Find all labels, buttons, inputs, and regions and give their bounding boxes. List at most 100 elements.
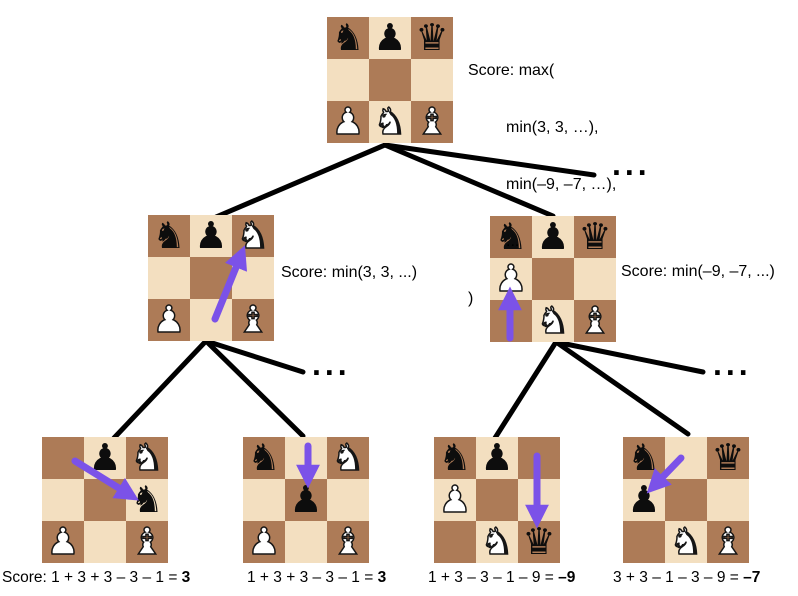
annotation-line: min(–9, –7, …), [506,176,617,193]
black-knight-icon: ♞ [331,17,365,59]
board-square [84,479,126,521]
white-knight-icon: ♞ [669,521,704,563]
board-square: ♟ [285,479,327,521]
board-square: ♛ [574,216,616,258]
score-expression: 3 + 3 – 1 – 3 – 9 = [613,569,744,586]
board-min-right: ♞♟♛♟♞♝ [490,216,616,342]
black-knight-icon: ♞ [152,215,186,257]
tree-edge [111,338,209,441]
board-square: ♟ [532,216,574,258]
score-expression: 1 + 3 – 3 – 1 – 9 = [428,569,559,586]
root-score-annotation: Score: max( min(3, 3, …), min(–9, –7, …)… [468,23,616,327]
board-square [285,437,327,479]
white-bishop-icon: ♝ [331,521,366,563]
board-square: ♛ [707,437,749,479]
board-square [665,479,707,521]
black-pawn-icon: ♟ [194,215,228,257]
tree-edge [203,338,306,439]
board-square: ♟ [623,479,665,521]
leaf-4-score-label: 3 + 3 – 1 – 3 – 9 = –7 [613,569,760,587]
board-square: ♞ [369,101,411,143]
board-square: ♝ [411,101,453,143]
ellipsis-more-children: ... [612,146,651,182]
board-leaf-3: ♞♟♟♞♛ [434,437,560,563]
board-square [574,258,616,300]
white-bishop-icon: ♝ [130,521,165,563]
score-result: –9 [558,569,576,586]
board-square [190,257,232,299]
board-square [190,299,232,341]
board-square [42,437,84,479]
board-square: ♞ [243,437,285,479]
board-square: ♞ [148,215,190,257]
board-square: ♝ [574,300,616,342]
white-bishop-icon: ♝ [415,101,450,143]
annotation-line: Score: max( [468,62,555,79]
board-square [411,59,453,101]
black-pawn-icon: ♟ [289,479,323,521]
tree-edge [203,338,306,375]
black-knight-icon: ♞ [247,437,281,479]
board-square: ♞ [476,521,518,563]
board-leaf-1: ♟♞♞♟♝ [42,437,168,563]
leaf-3-score-label: 1 + 3 – 3 – 1 – 9 = –9 [428,569,575,587]
tree-edge [492,339,559,441]
score-prefix: Score: [2,569,52,586]
white-bishop-icon: ♝ [578,300,613,342]
board-square: ♝ [232,299,274,341]
board-square: ♟ [190,215,232,257]
board-square: ♝ [707,521,749,563]
black-knight-icon: ♞ [627,437,661,479]
score-result: 3 [377,569,387,586]
tree-edge [553,339,706,375]
board-square: ♞ [126,479,168,521]
white-knight-icon: ♞ [480,521,515,563]
white-knight-icon: ♞ [236,215,271,257]
board-square: ♝ [327,521,369,563]
black-queen-icon: ♛ [578,216,612,258]
white-pawn-icon: ♟ [247,521,282,563]
black-pawn-icon: ♟ [88,437,122,479]
black-queen-icon: ♛ [522,521,556,563]
board-min-left: ♞♟♞♟♝ [148,215,274,341]
board-square [42,479,84,521]
ellipsis-more-children: ... [713,346,752,382]
board-square [518,479,560,521]
board-square [84,521,126,563]
board-leaf-4: ♞♛♟♞♝ [623,437,749,563]
white-knight-icon: ♞ [331,437,366,479]
board-square: ♟ [327,101,369,143]
leaf-1-score-label: Score: 1 + 3 + 3 – 3 – 1 = 3 [2,569,190,587]
black-pawn-icon: ♟ [480,437,514,479]
board-square: ♞ [327,17,369,59]
board-square: ♟ [148,299,190,341]
board-square: ♟ [243,521,285,563]
white-pawn-icon: ♟ [331,101,366,143]
board-square [243,479,285,521]
board-square [665,437,707,479]
board-square [285,521,327,563]
board-square: ♞ [623,437,665,479]
board-square [518,437,560,479]
board-square [369,59,411,101]
board-square: ♛ [411,17,453,59]
board-square: ♞ [665,521,707,563]
black-knight-icon: ♞ [130,479,164,521]
board-square: ♞ [532,300,574,342]
black-knight-icon: ♞ [494,216,528,258]
black-pawn-icon: ♟ [536,216,570,258]
black-queen-icon: ♛ [415,17,449,59]
board-square [434,521,476,563]
white-knight-icon: ♞ [373,101,408,143]
board-square [476,479,518,521]
annotation-line: ... [506,233,520,250]
board-square: ♞ [232,215,274,257]
leaf-2-score-label: 1 + 3 + 3 – 3 – 1 = 3 [247,569,386,587]
board-square: ♞ [434,437,476,479]
white-bishop-icon: ♝ [236,299,271,341]
min-left-score-label: Score: min(3, 3, ...) [281,264,418,281]
annotation-line: min(3, 3, …), [506,119,599,136]
tree-edge [553,339,691,437]
board-square: ♟ [42,521,84,563]
board-square [707,479,749,521]
